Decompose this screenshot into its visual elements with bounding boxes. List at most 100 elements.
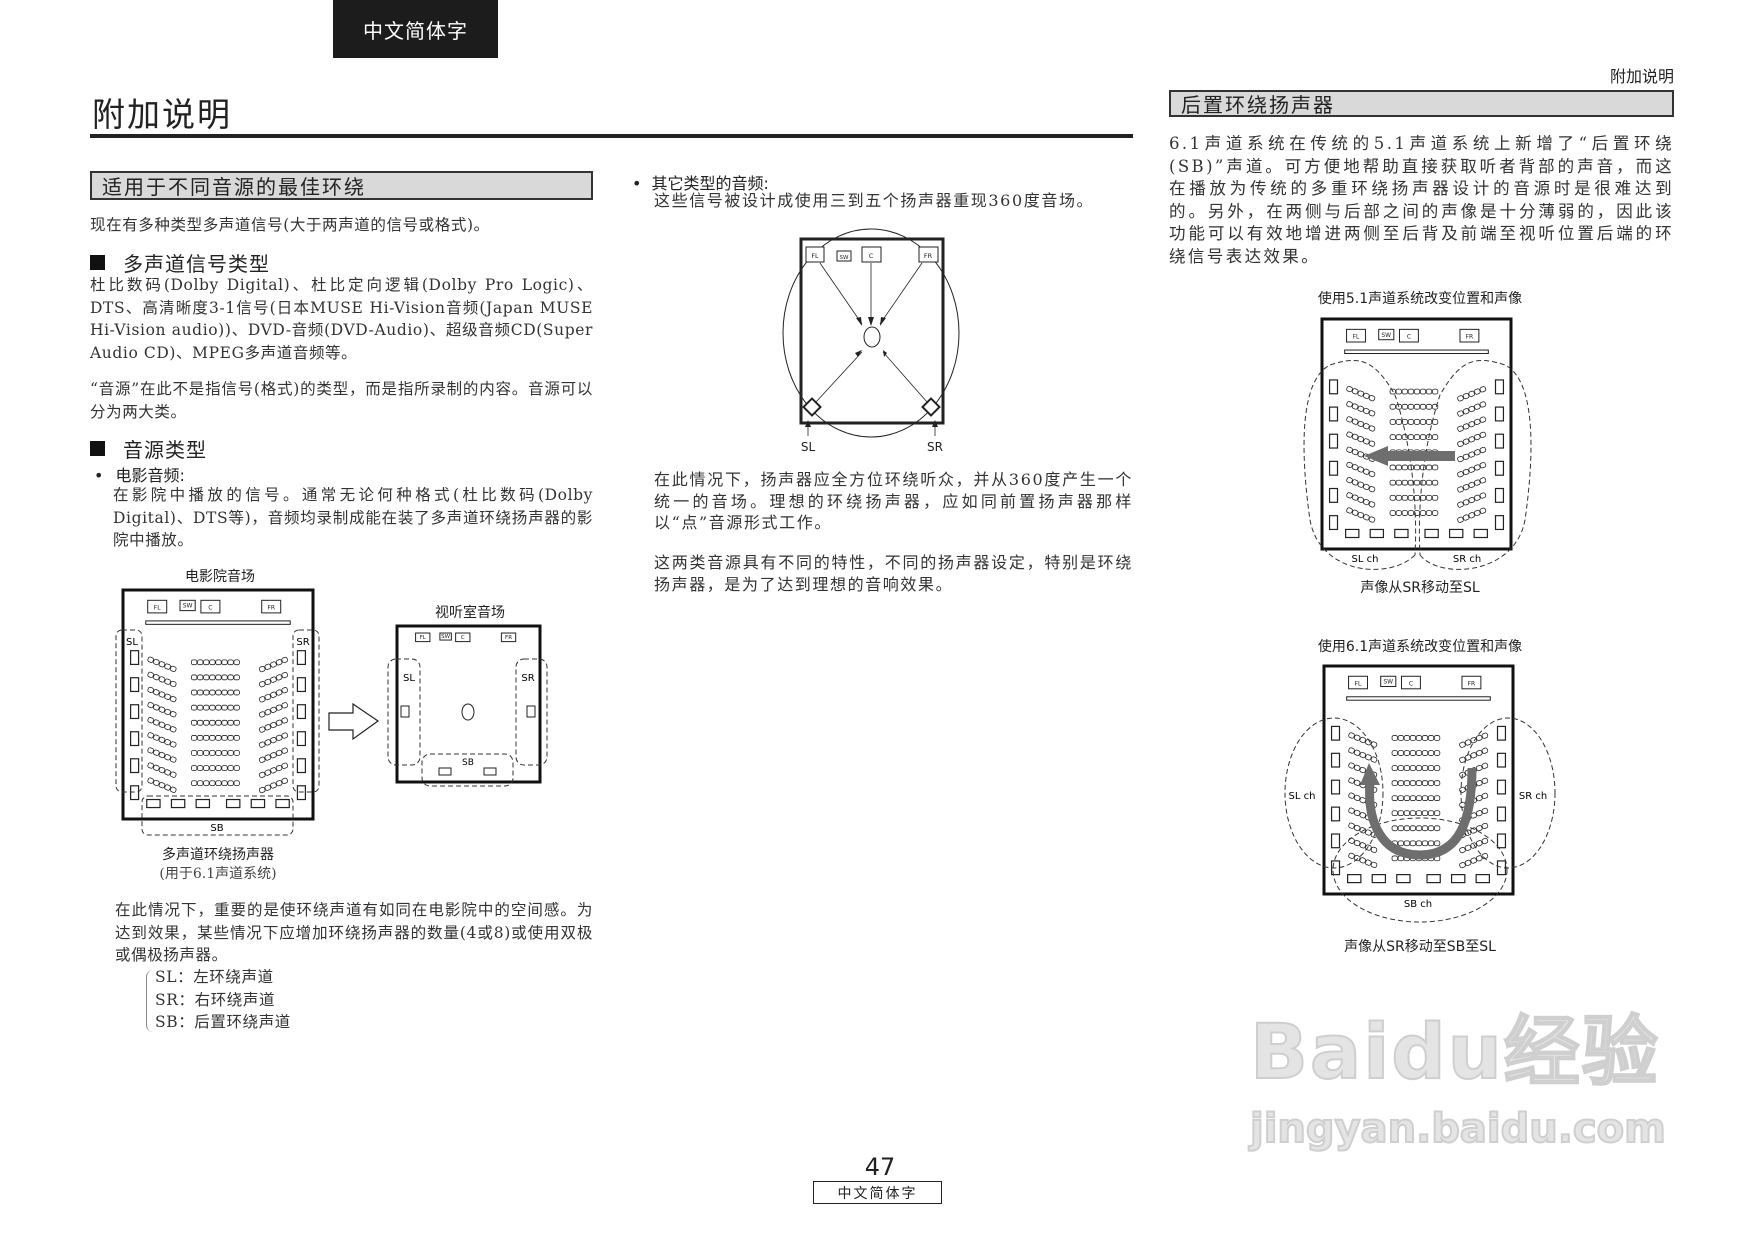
seat	[169, 741, 177, 748]
seat	[275, 780, 283, 787]
seat	[203, 780, 210, 787]
seat	[147, 777, 154, 784]
surround-speaker	[438, 767, 452, 776]
seat	[281, 732, 289, 739]
seat	[1413, 434, 1421, 440]
seat-row-right	[1457, 477, 1487, 493]
seat	[1363, 438, 1370, 445]
label-sr: SR	[927, 440, 943, 454]
seat	[209, 689, 216, 696]
seat	[215, 750, 222, 756]
seat	[281, 671, 289, 679]
sr-ch-zone	[1418, 359, 1532, 570]
seat	[1407, 403, 1415, 410]
seat	[1348, 822, 1355, 829]
seat	[1348, 792, 1355, 799]
seat	[221, 689, 228, 696]
seat	[1476, 810, 1483, 817]
seat	[1357, 451, 1365, 458]
seat	[1351, 418, 1359, 425]
heading-multichannel-types: 多声道信号类型	[90, 248, 270, 277]
label-sl: SL	[801, 440, 816, 454]
seat	[1397, 735, 1404, 741]
legend-brace	[146, 970, 153, 1032]
seat	[1476, 734, 1483, 742]
seat	[1397, 780, 1404, 786]
side-speaker-left	[1328, 487, 1339, 503]
seat	[1365, 829, 1372, 836]
speaker-sl	[802, 397, 822, 417]
seat	[1433, 750, 1441, 756]
seat	[1363, 483, 1370, 491]
seat-row-left	[1346, 431, 1376, 447]
label-sr-ch: SR ch	[1453, 554, 1481, 565]
seat-row-right	[1457, 462, 1487, 478]
side-speaker-left	[130, 758, 140, 774]
seat	[1415, 795, 1423, 801]
seat	[1391, 825, 1398, 832]
characteristics-text: 这两类音源具有不同的特性，不同的扬声器设定，特别是环绕扬声器，是为了达到理想的音…	[654, 553, 1133, 594]
listener-head-icon	[461, 703, 475, 721]
u-arrow-head-icon	[1360, 763, 1380, 785]
side-speaker-right	[296, 758, 307, 774]
seat	[153, 674, 160, 681]
seat	[1474, 479, 1481, 486]
seat	[169, 680, 177, 688]
seat	[1353, 764, 1361, 771]
speaker-sw	[1378, 328, 1395, 341]
running-head: 附加说明	[1609, 67, 1674, 86]
seat	[233, 659, 240, 666]
seat	[1351, 388, 1359, 395]
seat	[1351, 433, 1359, 440]
seat	[1476, 825, 1483, 832]
rear-speaker	[1394, 528, 1409, 539]
surround-speaker	[483, 767, 497, 776]
seat	[190, 704, 198, 711]
seat	[1403, 825, 1410, 832]
seat	[1401, 510, 1408, 516]
seat	[227, 659, 234, 666]
seat	[1419, 403, 1427, 410]
heading-text: 多声道信号类型	[123, 252, 270, 276]
room-diagram-title: 视听室音场	[435, 605, 505, 621]
label-sl: SL	[403, 673, 415, 684]
cinema-diagram-title: 电影院音场	[185, 569, 255, 585]
seat	[1363, 498, 1370, 506]
seat	[1457, 440, 1464, 447]
rear-speaker	[250, 798, 266, 809]
legend-sr: SR：右环绕声道	[155, 990, 276, 1009]
seat	[1403, 810, 1410, 817]
label-sb: SB	[210, 823, 223, 834]
side-speaker-right	[1496, 725, 1507, 741]
seat	[1351, 494, 1359, 501]
side-speaker-left	[1328, 460, 1339, 476]
seat	[258, 681, 266, 688]
seat	[1481, 822, 1489, 830]
seat-row-right	[258, 702, 289, 718]
seat	[209, 750, 216, 756]
label-c: C	[869, 252, 874, 260]
speaker-fr	[261, 599, 282, 614]
seat	[1415, 780, 1423, 786]
seat	[190, 750, 198, 756]
seat	[169, 786, 177, 793]
seat	[1476, 749, 1483, 757]
rear-speaker	[1424, 528, 1439, 539]
sb-zone	[421, 753, 514, 787]
seat-row-right	[1457, 446, 1487, 463]
language-tab: 中文简体字	[333, 0, 498, 58]
seat	[1481, 747, 1489, 754]
speaker-fl	[147, 599, 168, 614]
sound-field-circle	[782, 228, 960, 438]
seat	[1459, 741, 1466, 748]
side-speaker-right	[296, 731, 307, 747]
side-speaker-right	[1496, 752, 1507, 768]
seat	[1421, 765, 1429, 771]
label-fr: FR	[924, 252, 933, 260]
seat	[1462, 423, 1470, 430]
seat	[1346, 507, 1353, 514]
arrow-fl	[819, 262, 863, 325]
side-speaker-right	[1494, 460, 1505, 476]
seat	[1464, 844, 1472, 851]
seat	[258, 665, 266, 673]
